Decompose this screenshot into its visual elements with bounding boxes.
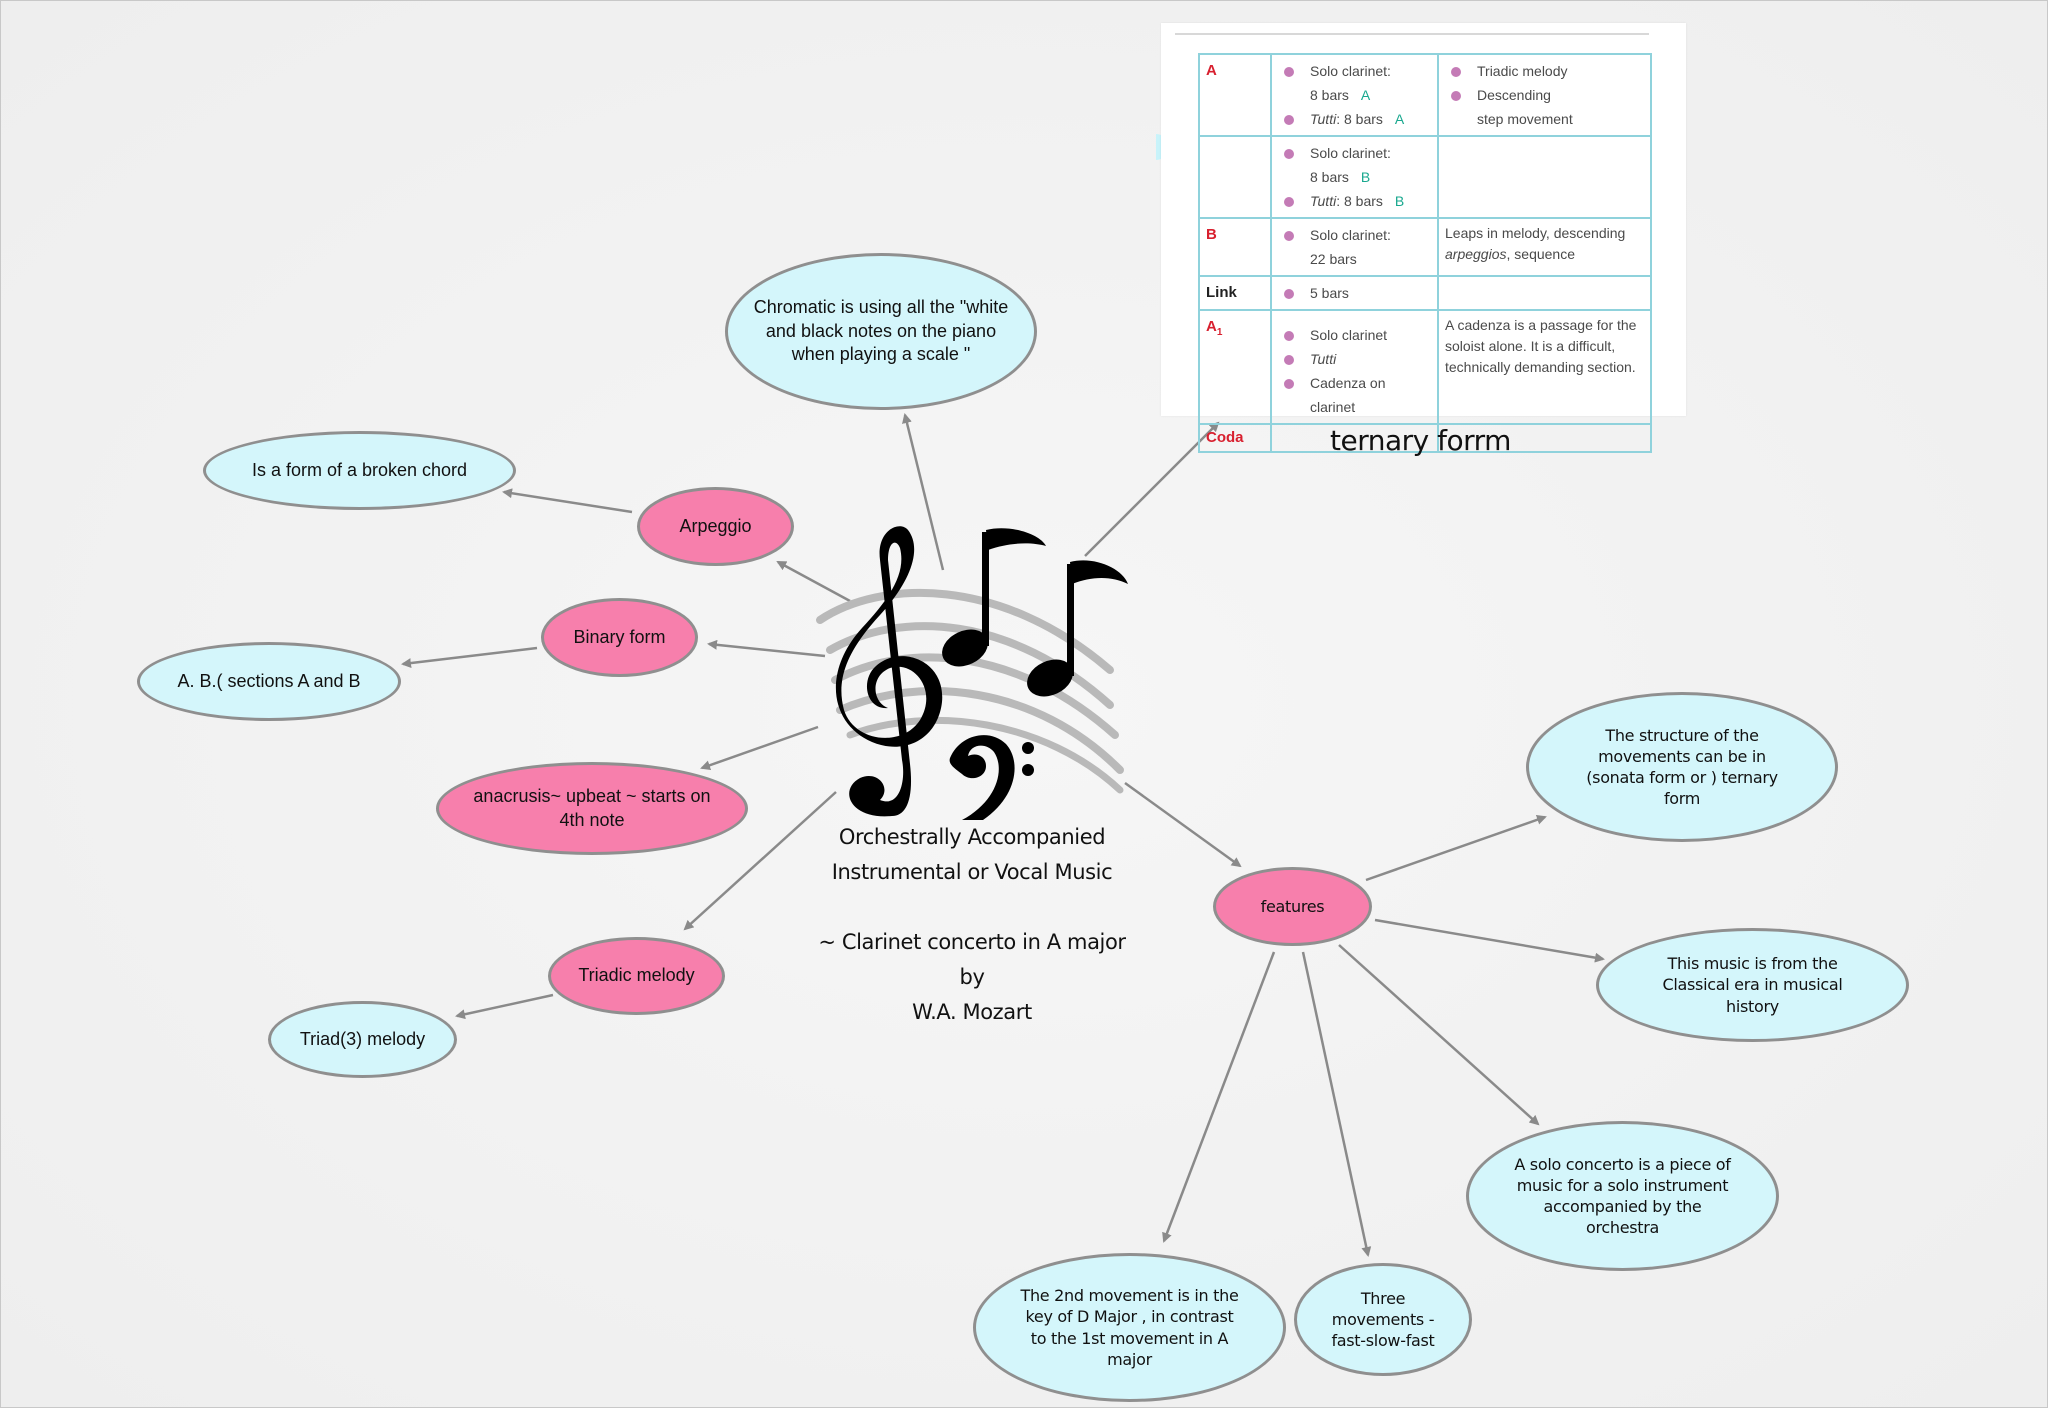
- description-line: Cadenza on clarinet: [1278, 371, 1431, 419]
- node-anacrusis[interactable]: anacrusis~ upbeat ~ starts on 4th note: [436, 762, 748, 855]
- node-triadic-melody[interactable]: Triadic melody: [548, 937, 725, 1015]
- description-line: Solo clarinet:: [1278, 223, 1431, 247]
- table-row: Coda: [1198, 423, 1652, 453]
- notes-cell: [1437, 135, 1652, 219]
- arrow-features-to-structure: [1365, 814, 1547, 882]
- description-line: Solo clarinet: [1278, 323, 1431, 347]
- notes-cell: A cadenza is a passage for the soloist a…: [1437, 309, 1652, 425]
- node-sections-ab[interactable]: A. B.( sections A and B: [137, 642, 401, 721]
- section-tag: B: [1394, 193, 1405, 209]
- description-line: 5 bars: [1278, 281, 1431, 305]
- arrow-to-arpeggio: [776, 560, 851, 603]
- node-three-movements[interactable]: Three movements -fast-slow-fast: [1294, 1263, 1472, 1376]
- node-broken-chord-text: Is a form of a broken chord: [251, 459, 468, 480]
- node-binary-form[interactable]: Binary form: [541, 598, 698, 677]
- arrow-to-chromatic: [902, 413, 945, 571]
- section-label: Link: [1198, 275, 1272, 311]
- section-label: Coda: [1198, 423, 1272, 453]
- node-classical-era[interactable]: This music is from the Classical era in …: [1596, 928, 1909, 1042]
- node-sections-ab-text: A. B.( sections A and B: [177, 670, 361, 691]
- section-tag: B: [1360, 169, 1371, 185]
- table-caption: ternary forrm: [1330, 424, 1511, 457]
- node-chromatic[interactable]: Chromatic is using all the "white and bl…: [725, 253, 1037, 410]
- center-title: Orchestrally Accompanied Instrumental or…: [831, 825, 1113, 884]
- notes-line: Triadic melody: [1445, 59, 1644, 83]
- section-label: [1198, 135, 1272, 219]
- node-chromatic-text: Chromatic is using all the "white and bl…: [753, 296, 1009, 365]
- section-tag: A: [1360, 87, 1371, 103]
- arrow-triadic-to-triad: [455, 993, 554, 1020]
- description-cell: 5 bars: [1270, 275, 1439, 311]
- arrow-features-to-classical: [1374, 918, 1605, 963]
- node-binary-form-text: Binary form: [573, 626, 666, 647]
- description-line: Tutti: [1278, 347, 1431, 371]
- arrow-to-table: [1084, 421, 1220, 557]
- arrow-binary-to-sections: [401, 646, 538, 669]
- arrow-to-binary-form: [707, 639, 826, 658]
- section-label: B: [1198, 217, 1272, 277]
- node-second-movement-text: The 2nd movement is in the key of D Majo…: [1020, 1286, 1239, 1369]
- notes-cell: [1437, 423, 1652, 453]
- node-arpeggio[interactable]: Arpeggio: [637, 487, 794, 566]
- description-cell: [1270, 423, 1439, 453]
- node-features[interactable]: features: [1213, 867, 1372, 946]
- arrow-to-anacrusis: [700, 725, 819, 771]
- description-line: Solo clarinet:: [1278, 141, 1431, 165]
- music-notes-icon: [816, 526, 1128, 820]
- node-arpeggio-text: Arpeggio: [679, 515, 752, 536]
- arrow-arpeggio-to-broken-chord: [502, 488, 633, 514]
- node-triadic-melody-text: Triadic melody: [578, 965, 695, 986]
- node-solo-concerto[interactable]: A solo concerto is a piece of music for …: [1466, 1121, 1779, 1271]
- notes-line: step movement: [1477, 111, 1573, 127]
- section-tag: A: [1394, 111, 1405, 127]
- arrow-features-to-second: [1162, 951, 1276, 1243]
- arrow-features-to-solo: [1338, 944, 1540, 1126]
- notes-line: Descending: [1445, 83, 1644, 107]
- node-structure[interactable]: The structure of the movements can be in…: [1526, 692, 1838, 842]
- node-triad-melody[interactable]: Triad(3) melody: [268, 1001, 457, 1078]
- node-features-text: features: [1260, 896, 1325, 916]
- description-line: 22 bars: [1310, 251, 1357, 267]
- node-classical-era-text: This music is from the Classical era in …: [1662, 954, 1843, 1016]
- description-line: Solo clarinet:: [1278, 59, 1431, 83]
- node-structure-text: The structure of the movements can be in…: [1586, 725, 1778, 809]
- node-solo-concerto-text: A solo concerto is a piece of music for …: [1514, 1154, 1731, 1238]
- notes-cell: Leaps in melody, descending arpeggios, s…: [1437, 217, 1652, 277]
- notes-cell: [1437, 275, 1652, 311]
- arrow-features-to-three: [1301, 951, 1372, 1257]
- node-three-movements-text: Three movements -fast-slow-fast: [1331, 1288, 1435, 1351]
- node-broken-chord[interactable]: Is a form of a broken chord: [203, 431, 516, 510]
- description-cell: Solo clarinet: 22 bars: [1270, 217, 1439, 277]
- node-triad-melody-text: Triad(3) melody: [299, 1028, 426, 1049]
- node-second-movement[interactable]: The 2nd movement is in the key of D Majo…: [973, 1253, 1286, 1402]
- center-subtitle: ~ Clarinet concerto in A major by W.A. M…: [818, 930, 1126, 1024]
- section-label: A1: [1198, 309, 1272, 425]
- table-top-rule: [1175, 33, 1649, 35]
- arrow-to-features: [1124, 781, 1242, 868]
- arrow-to-triadic-melody: [683, 791, 837, 931]
- node-anacrusis-text: anacrusis~ upbeat ~ starts on 4th note: [473, 785, 711, 830]
- section-label: A: [1198, 53, 1272, 137]
